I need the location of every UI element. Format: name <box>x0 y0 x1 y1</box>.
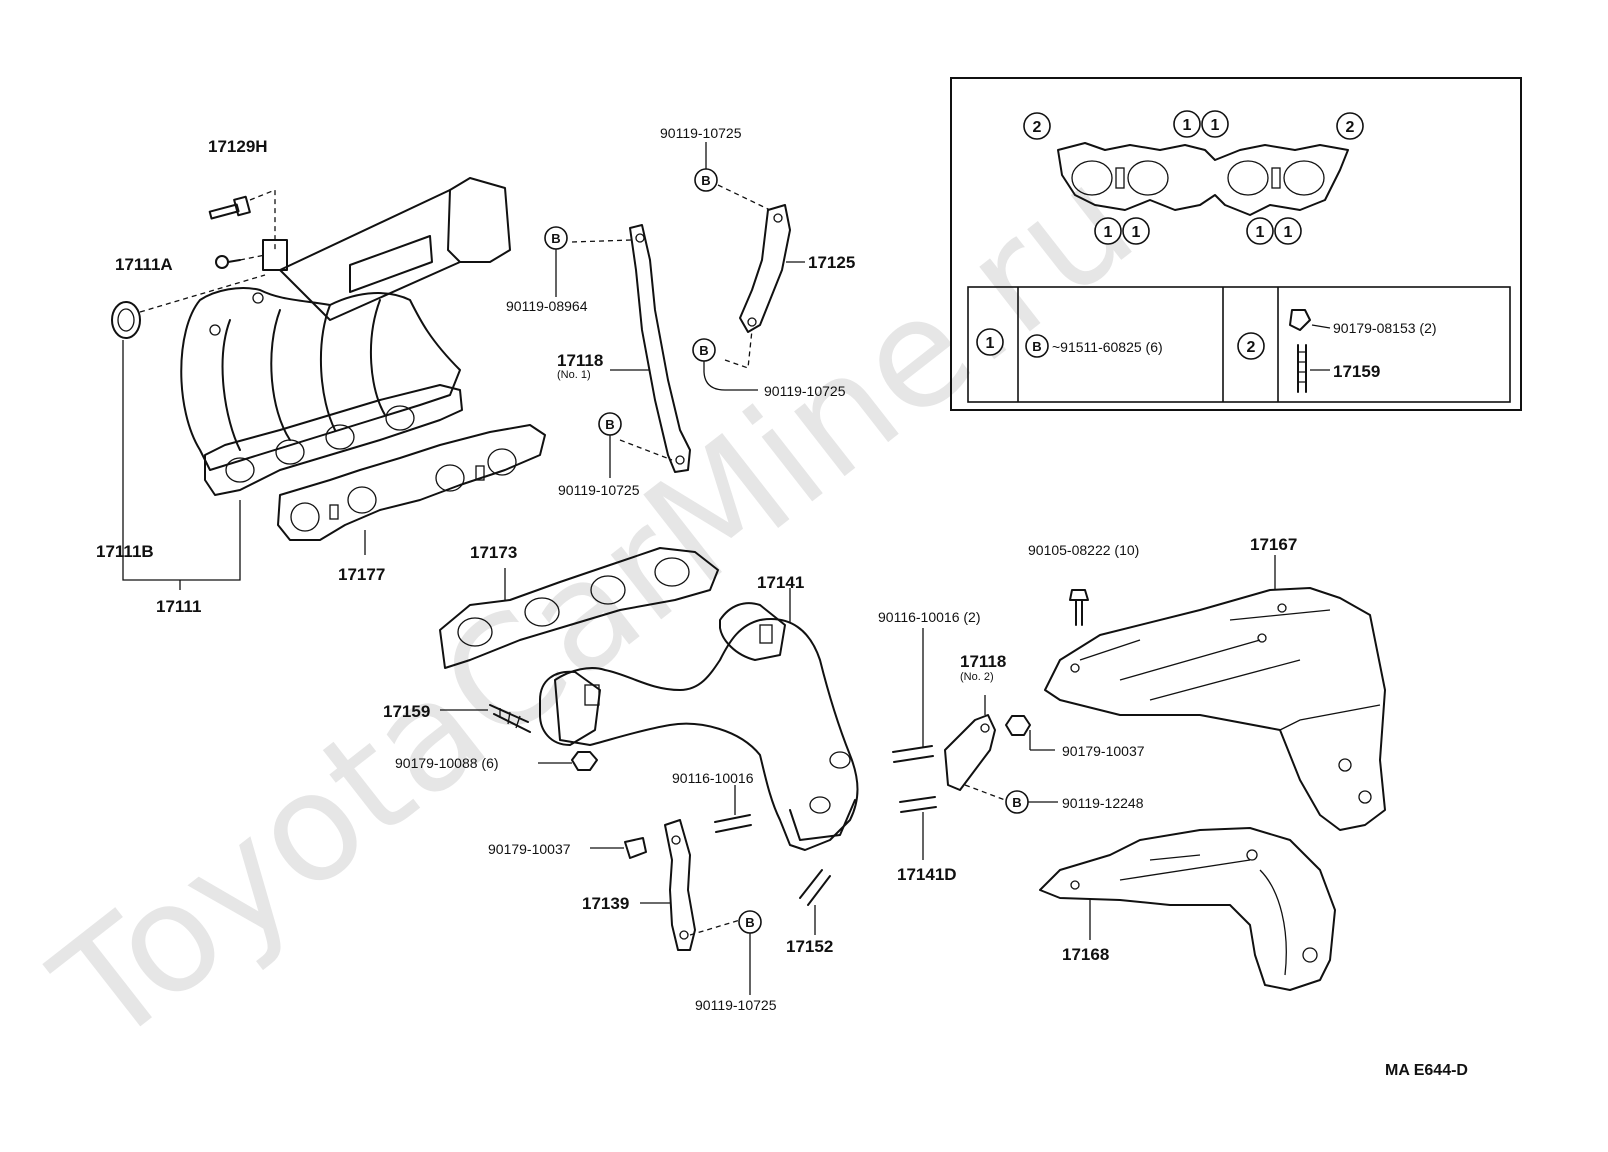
svg-text:1: 1 <box>1132 224 1141 241</box>
svg-text:1: 1 <box>1104 224 1113 241</box>
label-90179-10037-b: 90179-10037 <box>1062 743 1145 759</box>
label-17118-no1: 17118 <box>557 351 603 370</box>
bolt-90105-08222 <box>1069 589 1089 626</box>
gasket-17177 <box>277 424 546 541</box>
label-17168: 17168 <box>1062 945 1109 964</box>
svg-text:2: 2 <box>1247 339 1256 356</box>
label-17111: 17111 <box>156 597 201 616</box>
svg-text:B: B <box>1032 339 1041 354</box>
marker-b-10725-e: B <box>692 338 758 391</box>
label-90105-08222: 90105-08222 (10) <box>1028 542 1139 558</box>
label-90179-10088: 90179-10088 (6) <box>395 755 499 771</box>
label-17152: 17152 <box>786 937 833 956</box>
heat-insulator-17168 <box>1039 827 1336 991</box>
stud-17159 <box>489 704 531 733</box>
stud-17152 <box>799 869 831 906</box>
exhaust-manifold-17141 <box>539 602 859 851</box>
marker-b-10725-d: B <box>694 142 718 192</box>
bolt-17129H <box>208 189 276 250</box>
gasket-17173 <box>439 547 719 669</box>
label-17111A: 17111A <box>115 255 173 274</box>
nut-90179-10088 <box>571 751 598 771</box>
label-90119-10725-c: 90119-10725 <box>558 482 640 498</box>
svg-text:1: 1 <box>986 335 995 352</box>
marker-b-08964: B <box>544 226 568 297</box>
label-17118-no2: 17118 <box>960 652 1006 671</box>
bracket-17139 <box>664 819 741 951</box>
svg-text:2: 2 <box>1033 119 1042 136</box>
heat-insulator-17167 <box>1044 587 1386 831</box>
marker-b-12248: B <box>1005 790 1058 814</box>
gasket-ring-17111B <box>111 274 266 339</box>
inset-row2-bottom: 17159 <box>1333 362 1380 381</box>
label-90119-12248: 90119-12248 <box>1062 795 1144 811</box>
svg-text:1: 1 <box>1256 224 1265 241</box>
svg-text:1: 1 <box>1284 224 1293 241</box>
svg-text:B: B <box>701 173 710 188</box>
svg-text:1: 1 <box>1211 117 1220 134</box>
label-17177: 17177 <box>338 565 385 584</box>
plug-17111A <box>215 254 266 269</box>
label-90119-10725-a: 90119-10725 <box>695 997 777 1013</box>
svg-text:B: B <box>745 915 754 930</box>
inset-row1-text: ~91511-60825 (6) <box>1052 339 1163 355</box>
label-17111B: 17111B <box>96 542 154 561</box>
inset-row2-top: 90179-08153 (2) <box>1333 320 1437 336</box>
label-90116-10016-2: 90116-10016 (2) <box>878 609 980 625</box>
label-17167: 17167 <box>1250 535 1297 554</box>
studs-90116-10016-2 <box>892 745 937 813</box>
svg-text:B: B <box>699 343 708 358</box>
label-17129H: 17129H <box>208 137 268 156</box>
label-17173: 17173 <box>470 543 517 562</box>
bracket-17118-no1 <box>629 224 691 473</box>
bracket-17118-no2 <box>944 714 1006 801</box>
label-90119-08964: 90119-08964 <box>506 298 588 314</box>
label-17141: 17141 <box>757 573 804 592</box>
label-90119-10725-e: 90119-10725 <box>764 383 846 399</box>
stud-90116-10016 <box>714 814 752 833</box>
svg-text:B: B <box>551 231 560 246</box>
label-90179-10037-a: 90179-10037 <box>488 841 571 857</box>
inset-box: 2 1 1 2 1 1 1 1 1 B ~91511-60825 (6) 2 9… <box>950 77 1522 411</box>
label-no1: (No. 1) <box>557 369 591 381</box>
diagram-code: MA E644-D <box>1385 1062 1468 1079</box>
label-17141D: 17141D <box>897 865 957 884</box>
label-17125: 17125 <box>808 253 855 272</box>
svg-text:B: B <box>1012 795 1021 810</box>
nut-90179-10037-b <box>1005 715 1031 736</box>
intake-manifold-17111 <box>180 177 511 496</box>
svg-text:2: 2 <box>1346 119 1355 136</box>
nut-90179-10037-a <box>624 837 647 859</box>
label-90119-10725-b: 90119-10725 <box>660 125 742 141</box>
marker-b-10725-c: B <box>598 412 622 478</box>
label-17159: 17159 <box>383 702 430 721</box>
svg-text:1: 1 <box>1183 117 1192 134</box>
bracket-17125 <box>739 204 791 333</box>
svg-text:B: B <box>605 417 614 432</box>
label-no2: (No. 2) <box>960 671 994 683</box>
label-90116-10016: 90116-10016 <box>672 770 754 786</box>
label-17139: 17139 <box>582 894 629 913</box>
marker-b-bottom: B <box>738 910 762 995</box>
